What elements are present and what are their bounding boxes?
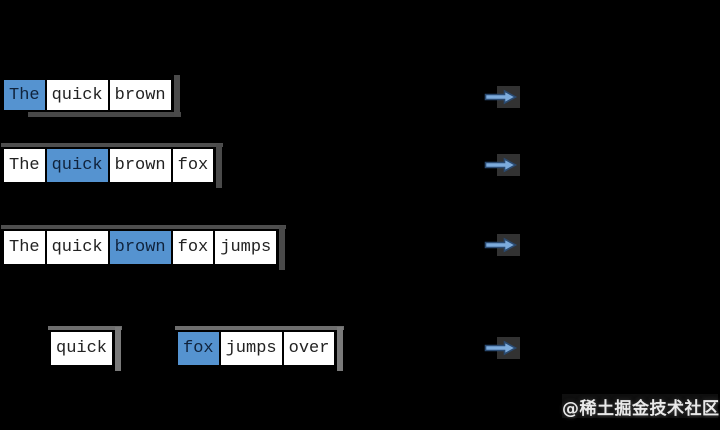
word-box-the: The xyxy=(2,147,47,184)
word-box-brown: brown xyxy=(107,78,173,112)
right-arrow-icon xyxy=(484,86,520,108)
window-row-3: The quick brown fox jumps xyxy=(0,225,287,270)
window-row-4-group-b: fox jumps over xyxy=(174,326,345,371)
word-box-brown: brown xyxy=(107,147,173,184)
word-box-jumps: jumps xyxy=(213,229,279,266)
window-row-2: The quick brown fox xyxy=(0,143,224,188)
right-arrow-icon xyxy=(484,337,520,359)
word-box-quick: quick xyxy=(44,229,110,266)
word-box-fox: fox xyxy=(170,229,216,266)
word-box-quick: quick xyxy=(49,330,115,367)
word-box-quick: quick xyxy=(44,147,110,184)
word-box-brown: brown xyxy=(107,229,173,266)
word-box-jumps: jumps xyxy=(218,330,284,367)
watermark: @稀土掘金技术社区 xyxy=(562,394,719,419)
word-box-fox: fox xyxy=(170,147,216,184)
word-box-fox: fox xyxy=(176,330,221,367)
word-box-quick: quick xyxy=(44,78,110,112)
window-row-1: The quick brown xyxy=(2,75,181,117)
right-arrow-icon xyxy=(484,234,520,256)
word-box-the: The xyxy=(2,78,47,112)
window-row-4-group-a: quick xyxy=(47,326,123,371)
word-box-the: The xyxy=(2,229,47,266)
right-arrow-icon xyxy=(484,154,520,176)
word-box-over: over xyxy=(281,330,337,367)
